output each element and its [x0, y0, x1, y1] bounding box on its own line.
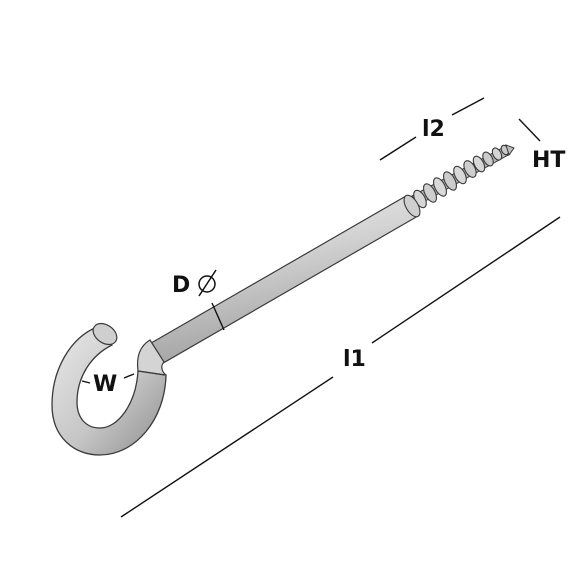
- hook-body: [51, 326, 167, 456]
- dimension-l2-line-left: [379, 136, 417, 161]
- dimension-l2: l2: [379, 97, 485, 161]
- hook-seam: [137, 370, 165, 376]
- threaded-section: [411, 144, 515, 209]
- dimension-ht: HT: [518, 118, 565, 173]
- dimension-d-label: D: [172, 273, 190, 298]
- thread-ridges: [413, 144, 510, 209]
- shaft: [145, 194, 421, 367]
- hook: [51, 322, 167, 456]
- dimension-l1-label: l1: [343, 347, 366, 372]
- shaft-thread-collar: [403, 194, 421, 218]
- diameter-symbol-icon: [198, 269, 217, 297]
- diameter-marker-line: [211, 302, 225, 331]
- screw-tip: [505, 144, 515, 157]
- dimension-w-line-left: [81, 380, 91, 384]
- dimension-l1-line-upper: [371, 216, 561, 344]
- dimension-l2-line-right: [451, 97, 485, 116]
- dimension-ht-line: [518, 118, 541, 142]
- hook-bend: [136, 339, 167, 376]
- dimension-l1: l1: [120, 216, 561, 518]
- dimension-d: D: [172, 269, 217, 298]
- hook-end: [92, 322, 118, 346]
- dimension-w-line-right: [123, 373, 135, 379]
- dimension-w-label: W: [93, 372, 117, 397]
- dimension-l1-line-lower: [120, 376, 334, 518]
- dimension-w: W: [81, 372, 135, 397]
- dimension-l2-label: l2: [422, 117, 445, 142]
- dimension-ht-label: HT: [532, 148, 565, 173]
